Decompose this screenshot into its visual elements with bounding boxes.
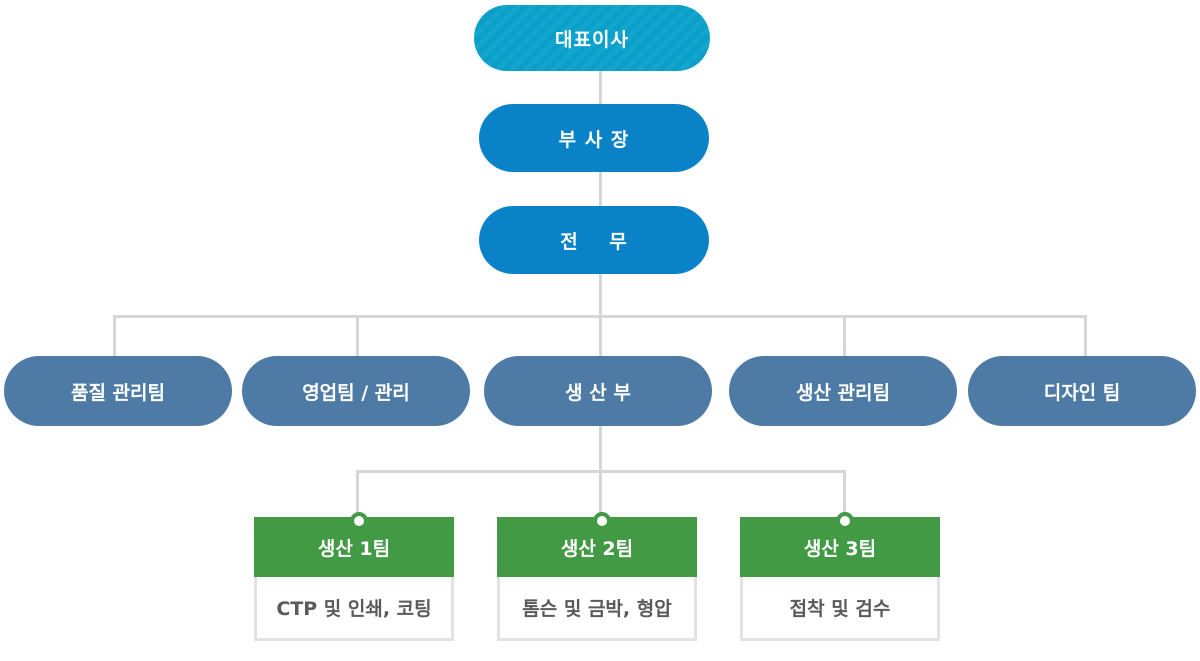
- team-description: CTP 및 인쇄, 코팅: [276, 598, 432, 620]
- connector-dept-1: [113, 315, 116, 360]
- vice-president-node: 부 사 장: [479, 104, 709, 172]
- connector-team-bar: [356, 470, 846, 473]
- connector-dot-team-1: [350, 512, 368, 530]
- connector-team-3: [843, 470, 846, 518]
- connector-team-1: [356, 470, 359, 518]
- dept-sales-admin: 영업팀 / 관리: [242, 356, 470, 426]
- connector-dot-team-3: [836, 512, 854, 530]
- dept-production-management: 생산 관리팀: [729, 356, 957, 426]
- team-card-2: 생산 2팀 톰슨 및 금박, 형압: [497, 517, 697, 641]
- dept-production: 생 산 부: [484, 356, 712, 426]
- team-card-1: 생산 1팀 CTP 및 인쇄, 코팅: [254, 517, 454, 641]
- connector-dept-2: [356, 315, 359, 360]
- team-description: 접착 및 검수: [789, 598, 891, 620]
- connector-dept-4: [843, 315, 846, 360]
- ceo-node: 대표이사: [474, 5, 710, 71]
- executive-director-node: 전 무: [479, 206, 709, 274]
- connector-dept-5: [1084, 315, 1087, 360]
- team-card-3: 생산 3팀 접착 및 검수: [740, 517, 940, 641]
- connector-dot-team-2: [593, 512, 611, 530]
- dept-design: 디자인 팀: [968, 356, 1196, 426]
- team-description: 톰슨 및 금박, 형압: [522, 598, 672, 620]
- dept-quality-control: 품질 관리팀: [4, 356, 232, 426]
- connector-dept-bar: [113, 315, 1087, 318]
